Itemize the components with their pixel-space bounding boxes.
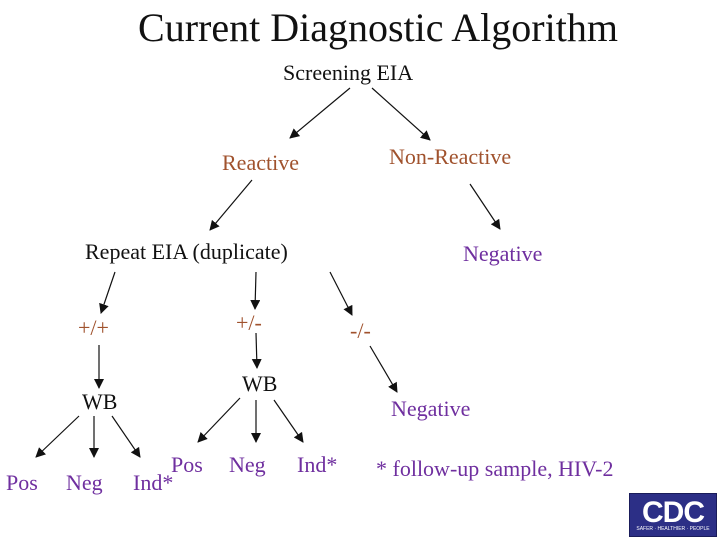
- node-pos-neg: +/-: [236, 310, 262, 335]
- arrow-negneg-to-negative: [369, 345, 398, 393]
- node-pos-mid: Pos: [171, 452, 203, 477]
- arrow-wb-to-pos-left: [35, 415, 80, 458]
- arrow-repeat-to-negneg: [329, 271, 353, 316]
- node-negative-2: Negative: [391, 396, 471, 421]
- node-ind-mid: Ind*: [297, 452, 338, 477]
- node-neg-mid: Neg: [229, 452, 266, 477]
- node-pos-pos: +/+: [78, 315, 109, 340]
- node-neg-left: Neg: [66, 470, 103, 495]
- arrow-reactive-to-repeat: [209, 179, 253, 231]
- arrow-repeat-to-pospos: [99, 271, 116, 314]
- arrow-wb-to-ind-left: [111, 415, 141, 458]
- footnote: * follow-up sample, HIV-2: [376, 456, 614, 481]
- node-reactive: Reactive: [222, 150, 299, 175]
- page-title: Current Diagnostic Algorithm: [138, 5, 618, 50]
- arrow-wb-to-pos-mid: [197, 397, 241, 443]
- node-wb-left: WB: [82, 389, 118, 414]
- arrow-nonreactive-to-negative: [469, 183, 501, 230]
- node-wb-mid: WB: [242, 371, 278, 396]
- arrow-posneg-to-wb: [251, 332, 262, 369]
- arrow-screening-to-reactive: [289, 87, 351, 139]
- arrow-wb-to-ind-mid: [273, 399, 304, 443]
- arrow-repeat-to-posneg: [250, 271, 261, 310]
- node-non-reactive: Non-Reactive: [389, 144, 512, 169]
- cdc-logo-text: CDC: [642, 496, 705, 529]
- node-neg-neg: -/-: [350, 318, 371, 343]
- node-repeat-eia: Repeat EIA (duplicate): [85, 239, 288, 264]
- cdc-logo: CDC SAFER · HEALTHIER · PEOPLE: [629, 493, 717, 537]
- arrow-screening-to-nonreactive: [371, 87, 431, 141]
- node-negative-1: Negative: [463, 241, 543, 266]
- node-pos-left: Pos: [6, 470, 38, 495]
- node-screening-eia: Screening EIA: [283, 60, 414, 85]
- node-ind-left: Ind*: [133, 470, 174, 495]
- cdc-logo-tagline: SAFER · HEALTHIER · PEOPLE: [636, 526, 710, 532]
